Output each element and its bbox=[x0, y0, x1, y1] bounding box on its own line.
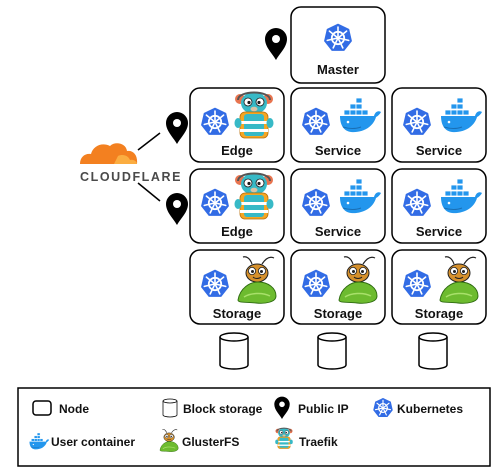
edge-node: Edge bbox=[189, 87, 285, 163]
storage-node: Storage bbox=[189, 249, 285, 325]
kubernetes-icon bbox=[322, 22, 354, 53]
legend-label: GlusterFS bbox=[182, 435, 239, 449]
legend-box bbox=[17, 387, 491, 467]
kubernetes-icon bbox=[199, 106, 231, 137]
node-label: Storage bbox=[314, 306, 362, 321]
brand-name: CLOUDFLARE bbox=[80, 170, 182, 184]
kubernetes-icon bbox=[199, 187, 231, 218]
public-ip-pin-icon bbox=[265, 28, 287, 60]
legend-label: Kubernetes bbox=[397, 402, 463, 416]
legend-label: Block storage bbox=[183, 402, 263, 416]
legend-item-public-ip: Public IP bbox=[274, 396, 349, 419]
node-label: Storage bbox=[415, 306, 463, 321]
cloudflare-cloud-icon bbox=[80, 143, 138, 164]
legend-item-kubernetes: Kubernetes bbox=[372, 396, 463, 419]
kubernetes-icon bbox=[372, 396, 394, 419]
traefik-icon bbox=[274, 427, 294, 450]
kubernetes-icon bbox=[300, 106, 332, 137]
kubernetes-icon bbox=[300, 268, 332, 299]
service-node: Service bbox=[391, 168, 487, 244]
connector-line bbox=[137, 132, 161, 151]
kubernetes-icon bbox=[199, 268, 231, 299]
node-label: Service bbox=[315, 224, 361, 239]
traefik-icon bbox=[233, 91, 275, 139]
storage-node: Storage bbox=[391, 249, 487, 325]
legend-label: User container bbox=[51, 435, 135, 449]
node-shape-icon bbox=[32, 400, 52, 416]
master-node: Master bbox=[290, 6, 386, 84]
service-node: Service bbox=[290, 168, 386, 244]
public-ip-pin-icon bbox=[166, 112, 188, 144]
legend-label: Traefik bbox=[299, 435, 338, 449]
legend-item-traefik: Traefik bbox=[274, 427, 338, 450]
kubernetes-icon bbox=[401, 268, 433, 299]
kubernetes-icon bbox=[300, 187, 332, 218]
block-storage-icon bbox=[219, 332, 249, 370]
legend: Node Block storage Public IP Kubernetes bbox=[17, 387, 491, 467]
storage-node: Storage bbox=[290, 249, 386, 325]
node-label: Master bbox=[317, 62, 359, 77]
node-label: Service bbox=[416, 143, 462, 158]
legend-label: Public IP bbox=[298, 402, 349, 416]
kubernetes-icon bbox=[401, 187, 433, 218]
legend-item-user-container: User container bbox=[29, 432, 135, 450]
cloudflare-logo: CLOUDFLARE bbox=[80, 143, 182, 184]
edge-node: Edge bbox=[189, 168, 285, 244]
connector-line bbox=[137, 182, 161, 202]
legend-item-glusterfs: GlusterFS bbox=[159, 429, 239, 453]
node-label: Edge bbox=[221, 224, 253, 239]
legend-item-block-storage: Block storage bbox=[162, 398, 263, 418]
node-label: Service bbox=[416, 224, 462, 239]
service-node: Service bbox=[290, 87, 386, 163]
legend-label: Node bbox=[59, 402, 89, 416]
block-storage-icon bbox=[418, 332, 448, 370]
legend-item-node: Node bbox=[32, 400, 89, 416]
node-label: Service bbox=[315, 143, 361, 158]
block-storage-icon bbox=[162, 398, 178, 418]
traefik-icon bbox=[233, 172, 275, 220]
kubernetes-icon bbox=[401, 106, 433, 137]
service-node: Service bbox=[391, 87, 487, 163]
public-ip-pin-icon bbox=[166, 193, 188, 225]
node-label: Edge bbox=[221, 143, 253, 158]
node-label: Storage bbox=[213, 306, 261, 321]
block-storage-icon bbox=[317, 332, 347, 370]
